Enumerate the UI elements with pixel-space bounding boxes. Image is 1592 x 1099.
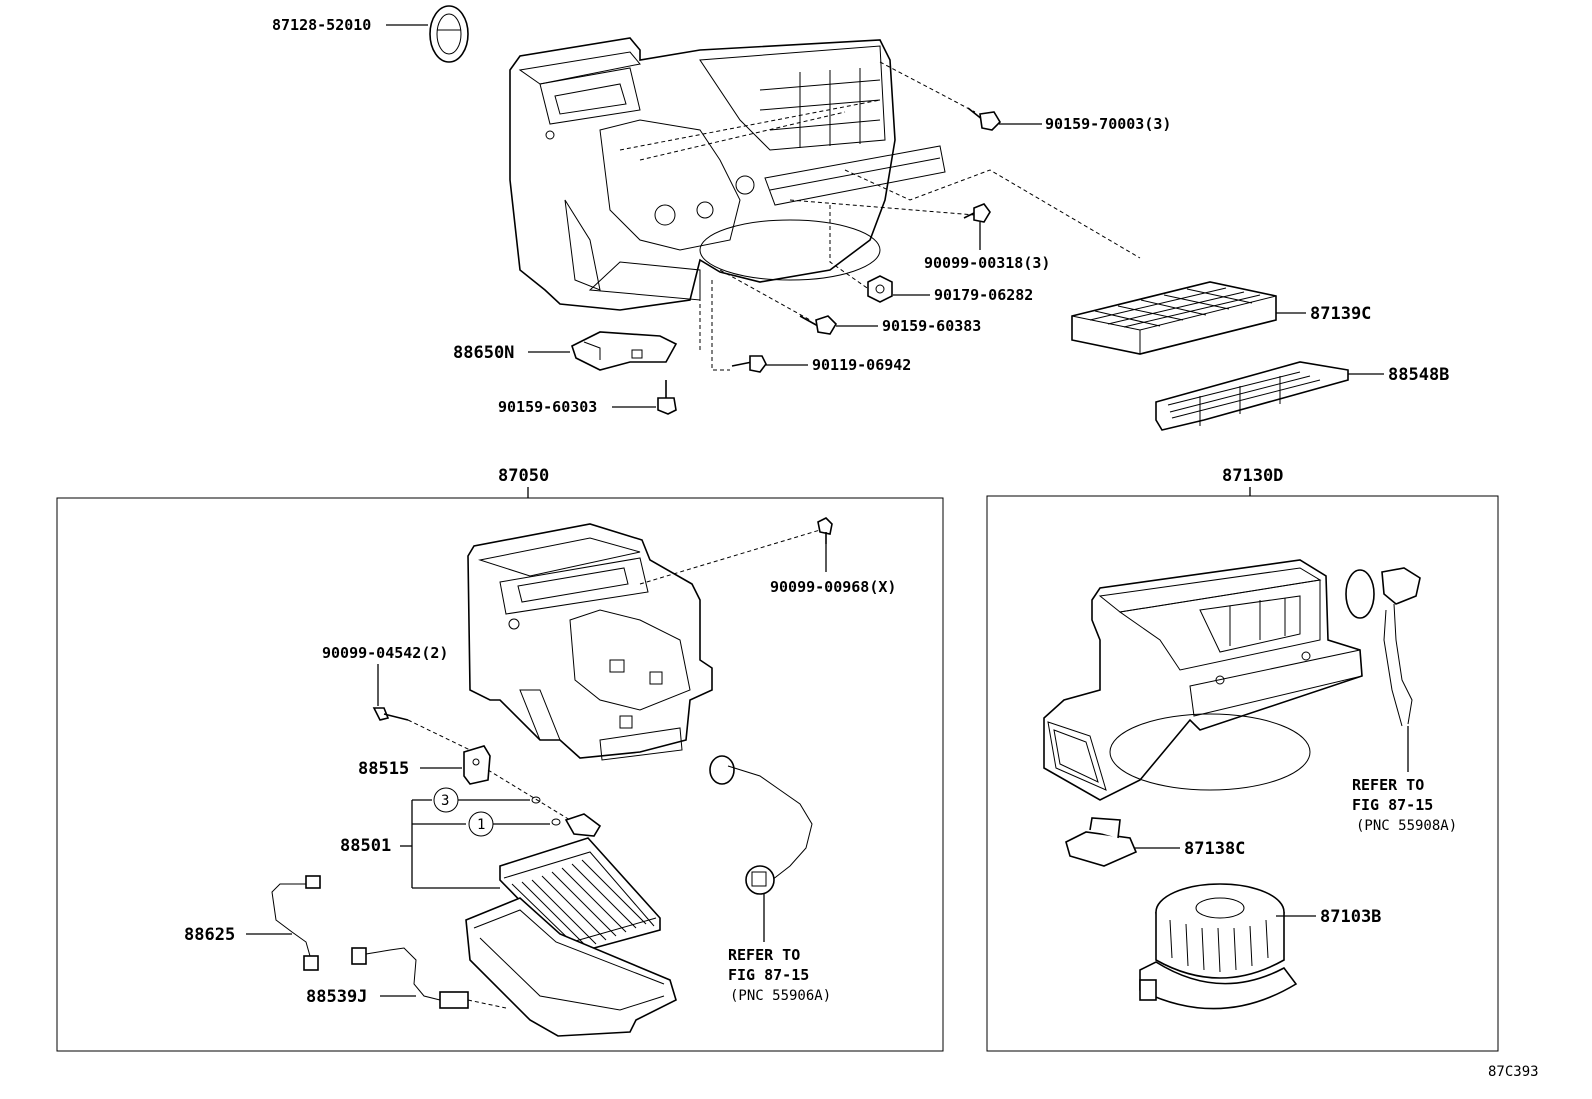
refer-text-right-1: REFER TO <box>1352 776 1424 794</box>
harness-88539j-drawing <box>351 947 469 1009</box>
refer-text-left-3: (PNC 55906A) <box>730 988 831 1004</box>
label-88501: 88501 <box>340 836 391 856</box>
label-90099-00968: 90099-00968(X) <box>770 578 896 596</box>
label-88650n: 88650N <box>453 343 514 363</box>
screw-90099-00968-drawing <box>817 517 833 544</box>
expansion-valve-88515-drawing <box>463 745 491 785</box>
label-87139c: 87139C <box>1310 304 1371 324</box>
label-87103b: 87103B <box>1320 907 1381 927</box>
bolt-90119-06942-drawing <box>731 355 767 373</box>
bolt-90159-60383-drawing <box>799 315 838 335</box>
servo-motor-left-drawing <box>709 755 813 895</box>
label-88548b: 88548B <box>1388 365 1449 385</box>
resistor-87138c-drawing <box>1065 817 1138 867</box>
circle-callout-1: 1 <box>468 811 494 837</box>
label-87138c: 87138C <box>1184 839 1245 859</box>
refer-text-left-2: FIG 87-15 <box>728 966 809 984</box>
label-90119-06942: 90119-06942 <box>812 356 911 374</box>
servo-motor-right-drawing <box>1345 567 1421 727</box>
svg-text:3: 3 <box>441 793 449 809</box>
label-90159-60383: 90159-60383 <box>882 317 981 335</box>
grommet-87128-drawing <box>429 5 469 63</box>
refer-text-left-1: REFER TO <box>728 946 800 964</box>
label-88625: 88625 <box>184 925 235 945</box>
label-87128-52010: 87128-52010 <box>272 16 371 34</box>
hvac-assembly-top-drawing <box>509 37 946 311</box>
group-title-87130d: 87130D <box>1222 466 1283 486</box>
lower-case-drawing <box>465 897 677 1037</box>
evaporator-core-drawing <box>499 813 661 955</box>
label-90179-06282: 90179-06282 <box>934 286 1033 304</box>
label-90159-70003: 90159-70003(3) <box>1045 115 1171 133</box>
blower-motor-87103b-drawing <box>1139 883 1298 1010</box>
screw-90099-04542-drawing <box>372 707 409 721</box>
sensor-88625-drawing <box>271 875 321 971</box>
circle-callout-3: 3 <box>433 787 459 813</box>
group-box-87130d <box>986 495 1499 1052</box>
nut-90179-06282-drawing <box>867 275 893 303</box>
screw-90099-00318-drawing <box>963 203 991 223</box>
group-box-87050 <box>56 497 944 1052</box>
cabin-filter-87139c-drawing <box>1071 281 1277 355</box>
refer-text-right-2: FIG 87-15 <box>1352 796 1433 814</box>
screw-90159-60303-drawing <box>657 380 677 415</box>
bracket-88650n-drawing <box>571 331 678 371</box>
label-90159-60303: 90159-60303 <box>498 398 597 416</box>
label-88515: 88515 <box>358 759 409 779</box>
filter-cover-88548b-drawing <box>1155 361 1349 431</box>
label-90099-04542: 90099-04542(2) <box>322 644 448 662</box>
refer-text-right-3: (PNC 55908A) <box>1356 818 1457 834</box>
svg-text:1: 1 <box>477 817 485 833</box>
label-88539j: 88539J <box>306 987 367 1007</box>
bolt-90159-70003-drawing <box>967 107 1002 131</box>
figure-code: 87C393 <box>1488 1064 1539 1080</box>
blower-unit-drawing <box>1043 559 1363 801</box>
group-title-87050: 87050 <box>498 466 549 486</box>
heater-case-drawing <box>467 523 713 761</box>
label-90099-00318: 90099-00318(3) <box>924 254 1050 272</box>
